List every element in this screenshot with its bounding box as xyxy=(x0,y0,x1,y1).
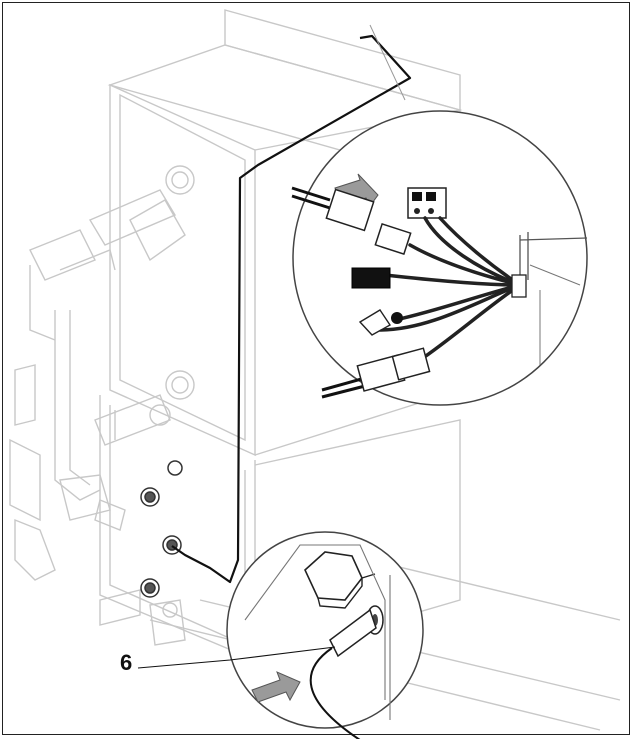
pipe-fitting-icon xyxy=(140,460,183,598)
sensor-cable xyxy=(171,34,412,584)
callout-number-label: 6 xyxy=(120,650,133,675)
connector-detail-circle xyxy=(291,24,588,406)
bolt-head-icon xyxy=(304,551,376,609)
sensor-detail-circle xyxy=(137,531,424,739)
wire-connector-icon xyxy=(407,187,447,219)
callout-leader-line xyxy=(137,646,336,669)
insertion-arrow-icon xyxy=(251,671,301,703)
